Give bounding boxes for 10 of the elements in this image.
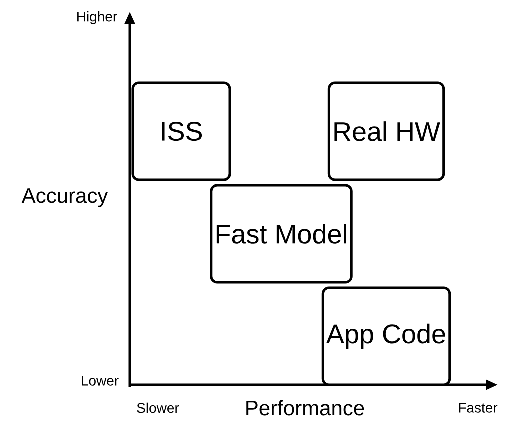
- axis-label: Lower: [82, 376, 119, 386]
- axis-label: Faster: [459, 403, 498, 413]
- axis-title: Accuracy: [22, 188, 108, 208]
- box: App Code: [322, 286, 452, 386]
- box: Real HW: [328, 82, 446, 182]
- box: Fast Model: [210, 184, 353, 284]
- axis-title: Performance: [246, 400, 364, 416]
- box: ISS: [132, 82, 232, 182]
- axis-label: Higher: [78, 11, 118, 25]
- axis-label: Slower: [137, 402, 180, 414]
